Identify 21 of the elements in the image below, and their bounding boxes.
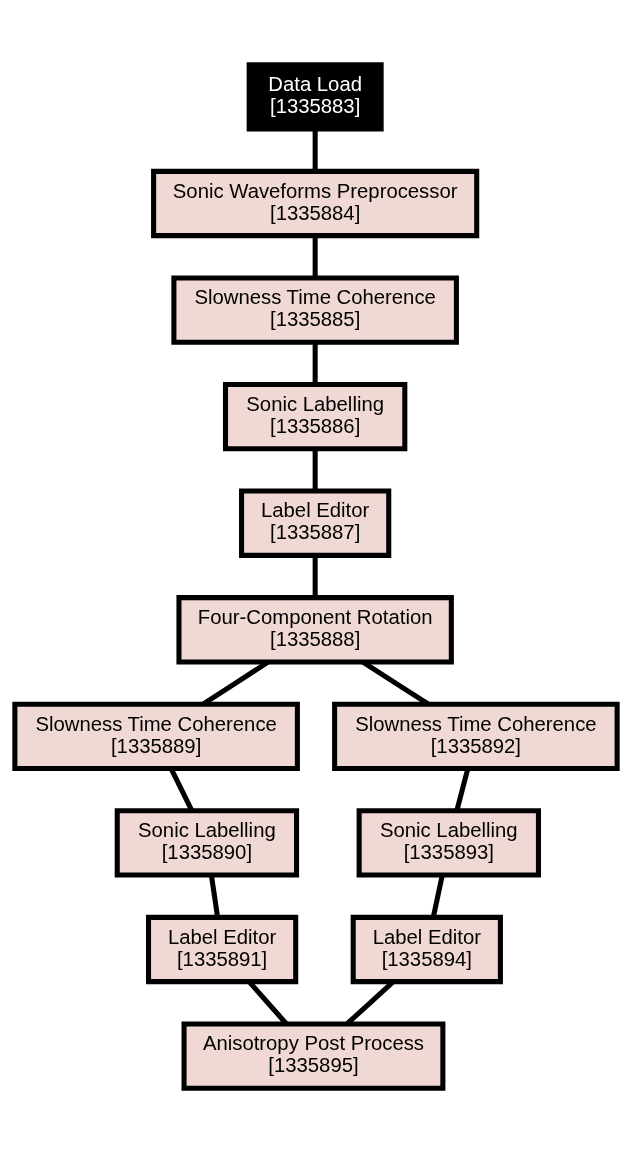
node-box: Label Editor [1335891] (146, 914, 299, 985)
node-box: Sonic Labelling [1335893] (356, 808, 541, 878)
node-box: Slowness Time Coherence [1335885] (171, 275, 459, 345)
node-box: Label Editor [1335887] (239, 488, 392, 558)
node-box: Sonic Labelling [1335890] (114, 808, 300, 878)
connector (312, 555, 318, 598)
connector (208, 875, 221, 918)
node-box: Label Editor [1335894] (350, 914, 503, 985)
node-box: Sonic Labelling [1335886] (222, 381, 408, 452)
node-box: Anisotropy Post Process [1335895] (181, 1021, 446, 1091)
node-box: Slowness Time Coherence [1335889] (12, 701, 300, 772)
connector (430, 875, 445, 918)
node-box: Slowness Time Coherence [1335892] (332, 701, 620, 772)
node-box: Data Load [1335883] (246, 62, 384, 132)
node-box: Sonic Waveforms Preprocessor [1335884] (151, 168, 480, 239)
connector (312, 236, 318, 278)
connector (454, 768, 471, 811)
connector (312, 449, 318, 491)
node-box: Four-Component Rotation [1335888] (176, 595, 454, 665)
connector (312, 129, 318, 171)
connector (312, 342, 318, 384)
